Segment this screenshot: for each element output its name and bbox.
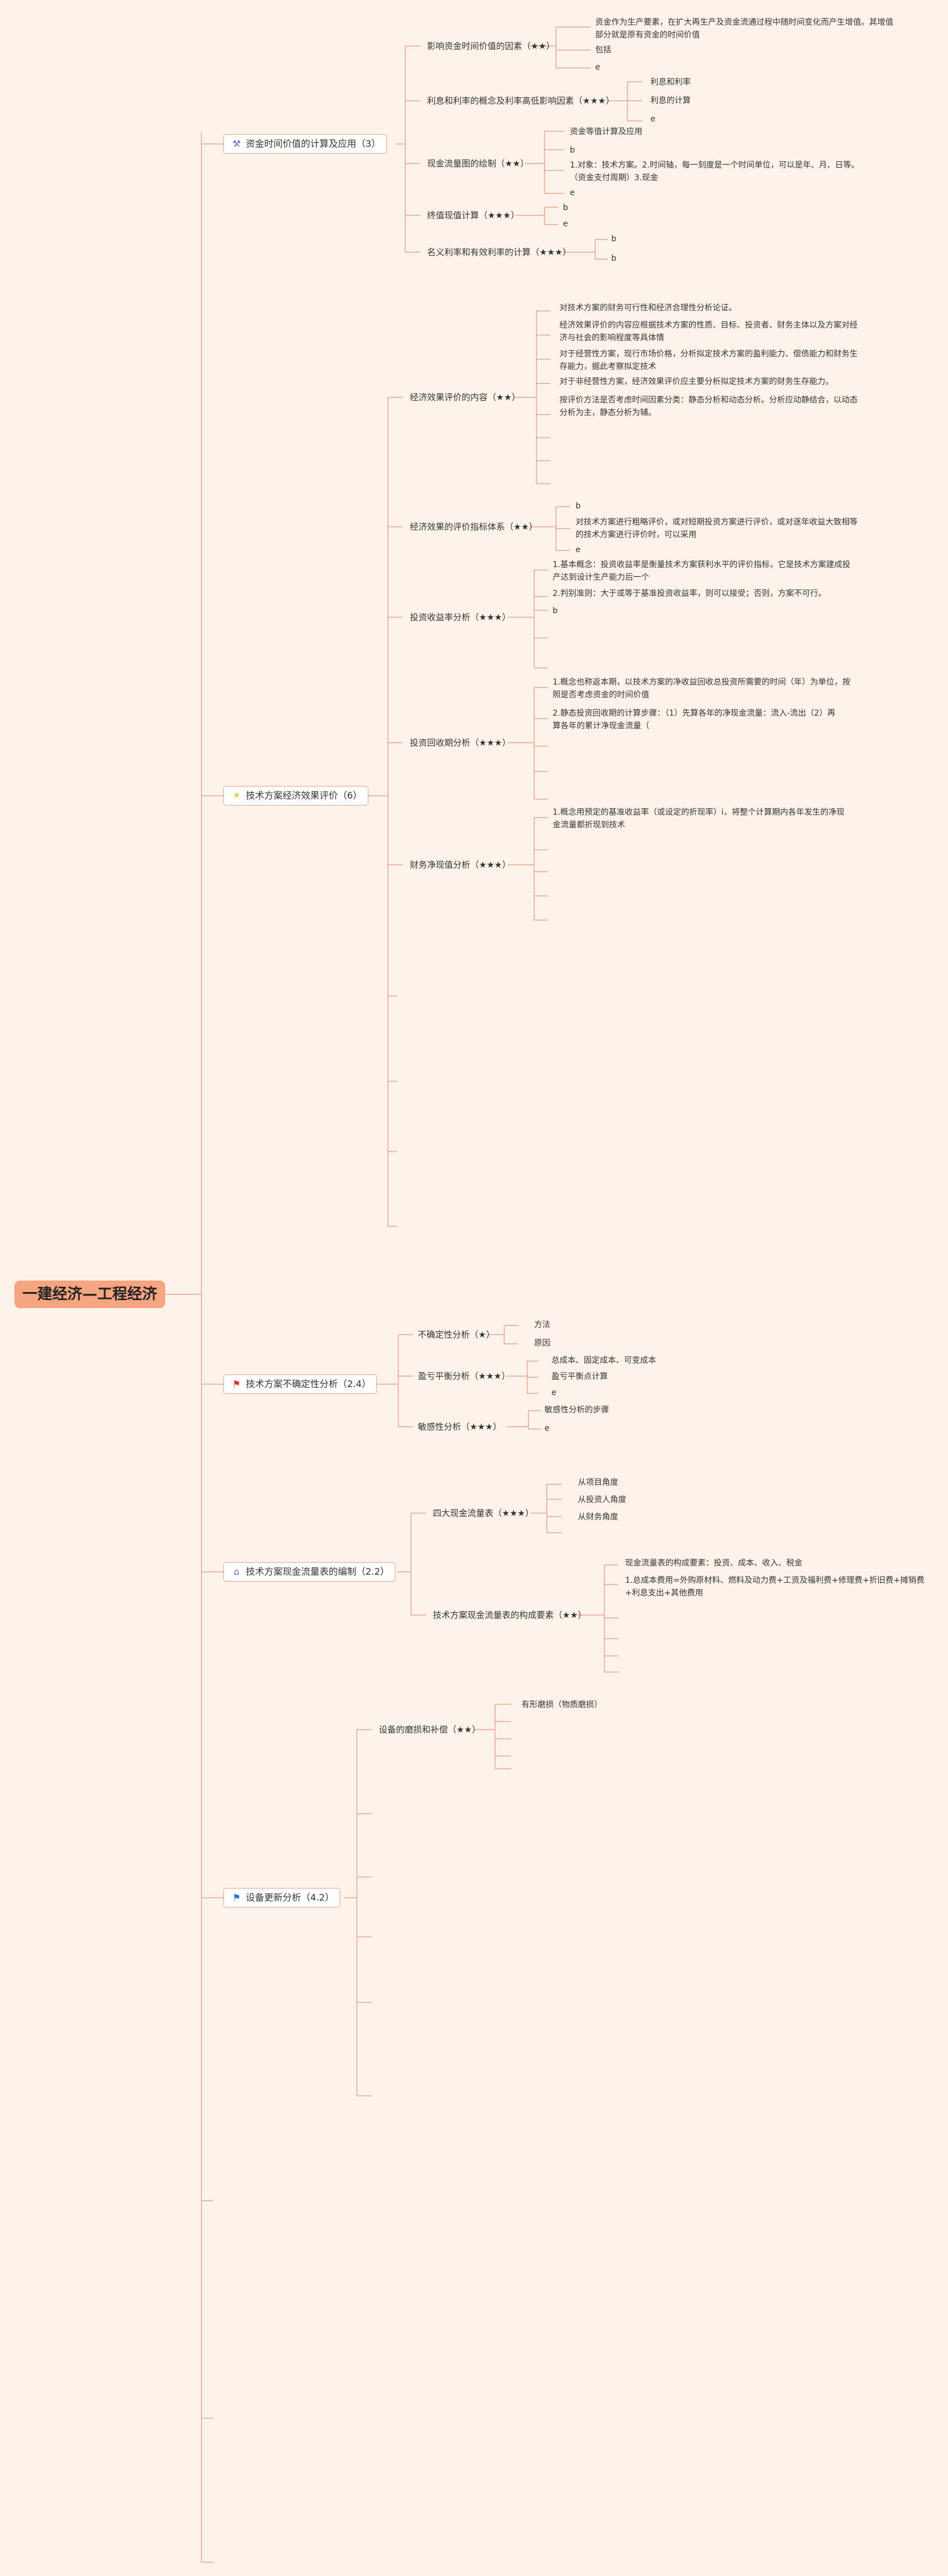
topic-content[interactable]: 经济效果评价的内容（★★） bbox=[410, 392, 520, 402]
topic-uncertainty[interactable]: 不确定性分析（★） bbox=[418, 1329, 495, 1340]
npv-item-1: 1.概念用预定的基准收益率（或设定的折现率）i，将整个计算期内各年发生的净现金流… bbox=[553, 808, 845, 830]
roi-item-3: b bbox=[553, 606, 558, 615]
root-node[interactable]: 一建经济—工程经济 bbox=[14, 1281, 165, 1308]
content-item-5: 按评价方法是否考虑时间因素分类：静态分析和动态分析。分析应动静结合，以动态分析为… bbox=[559, 396, 858, 417]
equivalent-item-1: b bbox=[563, 203, 568, 212]
uncertainty-item-2: 原因 bbox=[534, 1339, 550, 1348]
tables-item-2: 从投资人角度 bbox=[578, 1495, 626, 1504]
cashflow-item-4: e bbox=[570, 188, 575, 197]
wrench-icon: ⚒ bbox=[232, 138, 241, 149]
branch-cashflow-table-label: 技术方案现金流量表的编制（2.2） bbox=[246, 1566, 390, 1577]
topic-equivalent[interactable]: 终值现值计算（★★★） bbox=[427, 210, 520, 221]
interest-item-2: 利息的计算 bbox=[650, 96, 691, 105]
indicators-item-2: 对技术方案进行粗略评价，或对短期投资方案进行评价，或对逐年收益大致相等的技术方案… bbox=[576, 518, 858, 539]
breakeven-item-2: 盈亏平衡点计算 bbox=[551, 1372, 608, 1381]
content-item-2: 经济效果评价的内容应根据技术方案的性质、目标、投资者、财务主体以及方案对经济与社… bbox=[559, 321, 858, 343]
topic-wear[interactable]: 设备的磨损和补偿（★★） bbox=[379, 1724, 481, 1735]
breakeven-item-1: 总成本、固定成本、可变成本 bbox=[551, 1356, 656, 1365]
roi-item-2: 2.判别准则：大于或等于基准投资收益率，则可以接受；否则，方案不可行。 bbox=[553, 589, 827, 598]
topic-elements[interactable]: 技术方案现金流量表的构成要素（★★） bbox=[433, 1610, 587, 1620]
branch-time-value[interactable]: ⚒ 资金时间价值的计算及应用（3） bbox=[223, 134, 387, 154]
branch-cashflow-table[interactable]: ⌂ 技术方案现金流量表的编制（2.2） bbox=[223, 1562, 396, 1582]
topic-indicators[interactable]: 经济效果的评价指标体系（★★） bbox=[410, 522, 538, 532]
topic-nominal[interactable]: 名义利率和有效利率的计算（★★★） bbox=[427, 247, 572, 257]
branch-uncertainty[interactable]: ⚑ 技术方案不确定性分析（2.4） bbox=[223, 1374, 378, 1394]
roi-item-1: 1.基本概念：投资收益率是衡量技术方案获利水平的评价指标，它是技术方案建成投产达… bbox=[553, 560, 851, 582]
topic-npv[interactable]: 财务净现值分析（★★★） bbox=[410, 860, 511, 870]
red-flag-icon: ⚑ bbox=[232, 1378, 241, 1389]
breakeven-item-3: e bbox=[551, 1388, 557, 1397]
content-item-1: 对技术方案的财务可行性和经济合理性分析论证。 bbox=[559, 303, 737, 313]
topic-interest[interactable]: 利息和利率的概念及利率高低影响因素（★★★） bbox=[427, 96, 615, 106]
branch-uncertainty-label: 技术方案不确定性分析（2.4） bbox=[246, 1378, 371, 1389]
factors-item-1: 资金作为生产要素，在扩大再生产及资金流通过程中随时间变化而产生增值。其增值部分就… bbox=[595, 18, 893, 40]
blue-flag-icon: ⚑ bbox=[232, 1892, 241, 1903]
equivalent-item-2: e bbox=[563, 219, 568, 229]
home-icon: ⌂ bbox=[233, 1566, 240, 1577]
payback-item-1: 1.概念也称返本期，以技术方案的净收益回收总投资所需要的时间（年）为单位，按照是… bbox=[553, 678, 851, 700]
factors-item-3: e bbox=[595, 63, 600, 72]
payback-item-2: 2.静态投资回收期的计算步骤：（1）先算各年的净现金流量：流入-流出（2）再算各… bbox=[553, 709, 836, 731]
wear-item-1: 有形磨损（物质磨损） bbox=[521, 1700, 602, 1709]
cashflow-item-1: 资金等值计算及应用 bbox=[570, 127, 642, 136]
topic-payback[interactable]: 投资回收期分析（★★★） bbox=[410, 738, 511, 748]
branch-equipment[interactable]: ⚑ 设备更新分析（4.2） bbox=[223, 1888, 341, 1908]
nominal-item-1: b bbox=[611, 234, 616, 244]
sensitivity-item-2: e bbox=[545, 1424, 550, 1433]
branch-equipment-label: 设备更新分析（4.2） bbox=[246, 1892, 334, 1903]
topic-breakeven[interactable]: 盈亏平衡分析（★★★） bbox=[418, 1371, 511, 1381]
interest-item-1: 利息和利率 bbox=[650, 78, 691, 87]
content-item-4: 对于非经营性方案，经济效果评价应主要分析拟定技术方案的财务生存能力。 bbox=[559, 377, 833, 386]
topic-cashflow[interactable]: 现金流量图的绘制（★★） bbox=[427, 158, 529, 169]
topic-roi[interactable]: 投资收益率分析（★★★） bbox=[410, 612, 511, 622]
indicators-item-3: e bbox=[576, 545, 581, 554]
uncertainty-item-1: 方法 bbox=[534, 1320, 550, 1329]
cashflow-item-2: b bbox=[570, 146, 575, 155]
elements-item-2: 1.总成本费用=外购原材料、燃料及动力费+工资及福利费+修理费+折旧费+摊销费+… bbox=[625, 1576, 925, 1598]
tables-item-1: 从项目角度 bbox=[578, 1478, 618, 1487]
branch-evaluation[interactable]: ☀ 技术方案经济效果评价（6） bbox=[223, 786, 369, 806]
tables-item-3: 从财务角度 bbox=[578, 1513, 618, 1522]
topic-factors[interactable]: 影响资金时间价值的因素（★★） bbox=[427, 41, 555, 51]
lightbulb-icon: ☀ bbox=[232, 790, 241, 801]
content-item-3: 对于经营性方案，现行市场价格，分析拟定技术方案的盈利能力、偿债能力和财务生存能力… bbox=[559, 349, 858, 371]
factors-item-2: 包括 bbox=[595, 45, 611, 55]
branch-time-value-label: 资金时间价值的计算及应用（3） bbox=[246, 138, 381, 149]
cashflow-item-3: 1.对象：技术方案。2.时间轴，每一刻度是一个时间单位，可以是年、月、日等。（资… bbox=[570, 161, 859, 183]
sensitivity-item-1: 敏感性分析的步骤 bbox=[545, 1405, 609, 1415]
nominal-item-2: b bbox=[611, 254, 616, 263]
indicators-item-1: b bbox=[576, 501, 581, 511]
branch-evaluation-label: 技术方案经济效果评价（6） bbox=[246, 790, 363, 801]
topic-tables[interactable]: 四大现金流量表（★★★） bbox=[433, 1508, 534, 1518]
interest-item-3: e bbox=[650, 115, 656, 124]
elements-item-1: 现金流量表的构成要素：投资、成本、收入、税金 bbox=[625, 1559, 802, 1568]
topic-sensitivity[interactable]: 敏感性分析（★★★） bbox=[418, 1422, 502, 1432]
